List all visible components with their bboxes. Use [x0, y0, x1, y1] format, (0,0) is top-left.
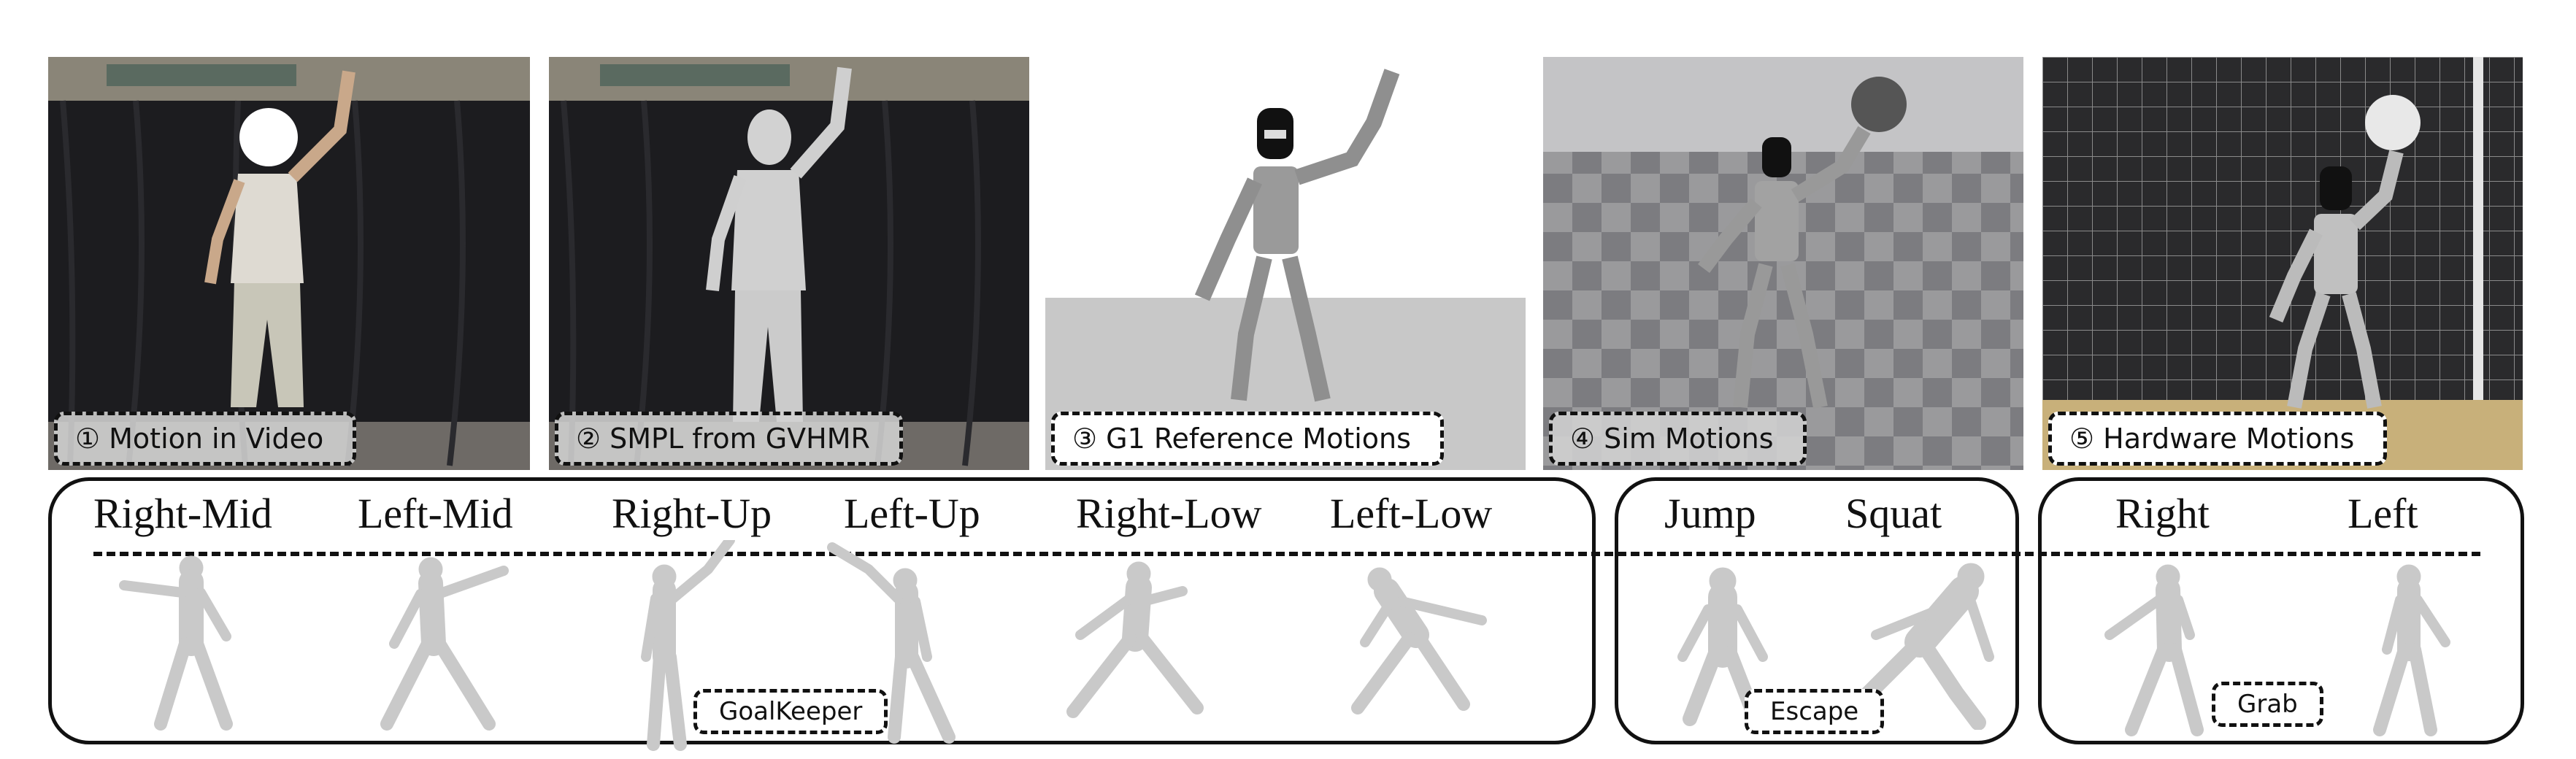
motion-label-left-mid: Left-Mid — [358, 490, 513, 537]
panel-motion-in-video: ① Motion in Video — [48, 57, 530, 470]
panel-caption: ② SMPL from GVHMR — [555, 412, 903, 466]
panel-caption: ⑤ Hardware Motions — [2048, 412, 2388, 466]
pose-figure — [1832, 555, 2007, 731]
motion-label-left: Left — [2348, 490, 2418, 537]
motion-label-jump: Jump — [1664, 490, 1756, 537]
pose-figure — [1336, 555, 1518, 723]
escape-group-box — [1615, 477, 2019, 744]
motion-label-right-low: Right-Low — [1076, 490, 1262, 537]
pose-figure — [1051, 555, 1234, 723]
panel-sim: ④ Sim Motions — [1543, 57, 2023, 470]
pose-figure — [825, 540, 971, 752]
video-frame-image — [48, 57, 530, 470]
panel-caption: ① Motion in Video — [54, 412, 357, 466]
motion-label-left-up: Left-Up — [844, 490, 980, 537]
smpl-mesh-image — [549, 57, 1029, 470]
goalkeeper-tag: GoalKeeper — [693, 689, 888, 734]
grab-group-box — [2038, 477, 2524, 744]
motion-label-right-mid: Right-Mid — [93, 490, 272, 537]
sim-scene-image — [1543, 57, 2023, 470]
motion-label-left-low: Left-Low — [1330, 490, 1493, 537]
motion-label-squat: Squat — [1845, 490, 1942, 537]
pose-figure — [2336, 555, 2482, 737]
hardware-scene-image — [2042, 57, 2523, 470]
motion-label-right-up: Right-Up — [612, 490, 772, 537]
escape-tag: Escape — [1745, 689, 1885, 734]
panel-hardware: ⑤ Hardware Motions — [2042, 57, 2523, 470]
grab-tag: Grab — [2212, 682, 2323, 727]
panel-smpl: ② SMPL from GVHMR — [549, 57, 1029, 470]
goalkeeper-group-box — [48, 477, 1596, 744]
pose-figure — [2088, 555, 2248, 737]
panel-g1-reference: ③ G1 Reference Motions — [1045, 57, 1526, 470]
g1-robot-image — [1045, 57, 1526, 470]
motion-divider-line — [93, 552, 2480, 556]
pose-figure — [613, 535, 745, 752]
pose-figure — [358, 549, 518, 731]
motion-label-right: Right — [2115, 490, 2210, 537]
pose-figure — [109, 549, 270, 731]
panel-caption: ④ Sim Motions — [1549, 412, 1807, 466]
panel-caption: ③ G1 Reference Motions — [1051, 412, 1444, 466]
